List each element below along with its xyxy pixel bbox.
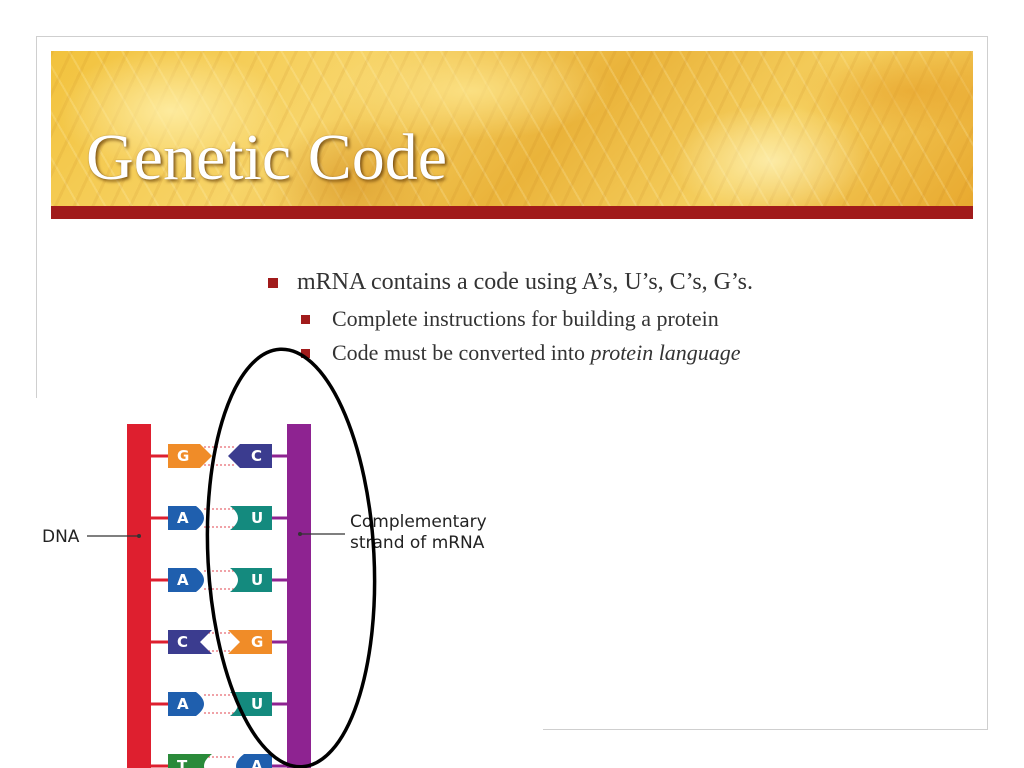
dna-base-letter: A (177, 509, 189, 527)
dna-base-letter: T (177, 757, 188, 768)
dna-label: DNA (42, 527, 80, 547)
slide-title: Genetic Code (86, 121, 448, 194)
sub-bullet-text: Complete instructions for building a pro… (332, 306, 719, 331)
bullet-square-icon (268, 278, 278, 288)
mrna-base-letter: U (251, 509, 263, 527)
dna-base (168, 754, 212, 768)
mrna-base-letter: C (251, 447, 262, 465)
bullet-item: mRNA contains a code using A’s, U’s, C’s… (266, 262, 966, 302)
bullet-list: mRNA contains a code using A’s, U’s, C’s… (266, 262, 966, 370)
emphasis-text: protein language (590, 340, 741, 365)
dna-base (168, 444, 212, 468)
dna-base (168, 506, 204, 530)
bullet-text: mRNA contains a code using A’s, U’s, C’s… (297, 269, 754, 295)
mrna-base-letter: A (251, 757, 263, 768)
sub-bullet-item: Complete instructions for building a pro… (266, 302, 966, 336)
dna-leader-dot (137, 534, 141, 538)
dna-base (168, 630, 212, 654)
mrna-base (228, 444, 272, 468)
sub-bullet-text: Code must be converted into (332, 340, 591, 365)
mrna-label-line-1: Complementary (350, 512, 487, 532)
dna-base-letter: A (177, 695, 189, 713)
mrna-strand (287, 424, 311, 768)
dna-base-letter: C (177, 633, 188, 651)
dna-base (168, 692, 204, 716)
slide-frame-bottom-line (543, 729, 988, 730)
mrna-base-letter: U (251, 571, 263, 589)
mrna-leader-dot (298, 532, 302, 536)
mrna-base-letter: G (251, 633, 263, 651)
sub-bullet-item: Code must be converted into protein lang… (266, 336, 966, 370)
dna-strand (127, 424, 151, 768)
bullet-square-icon (301, 349, 310, 358)
slide-frame (36, 36, 988, 730)
title-banner (51, 51, 973, 206)
dna-base-letter: G (177, 447, 189, 465)
mrna-base (228, 630, 272, 654)
title-banner-stripe (51, 206, 973, 219)
mrna-base-letter: U (251, 695, 263, 713)
mrna-label-line-2: strand of mRNA (350, 533, 485, 553)
dna-base (168, 568, 204, 592)
bullet-square-icon (301, 315, 310, 324)
dna-base-letter: A (177, 571, 189, 589)
